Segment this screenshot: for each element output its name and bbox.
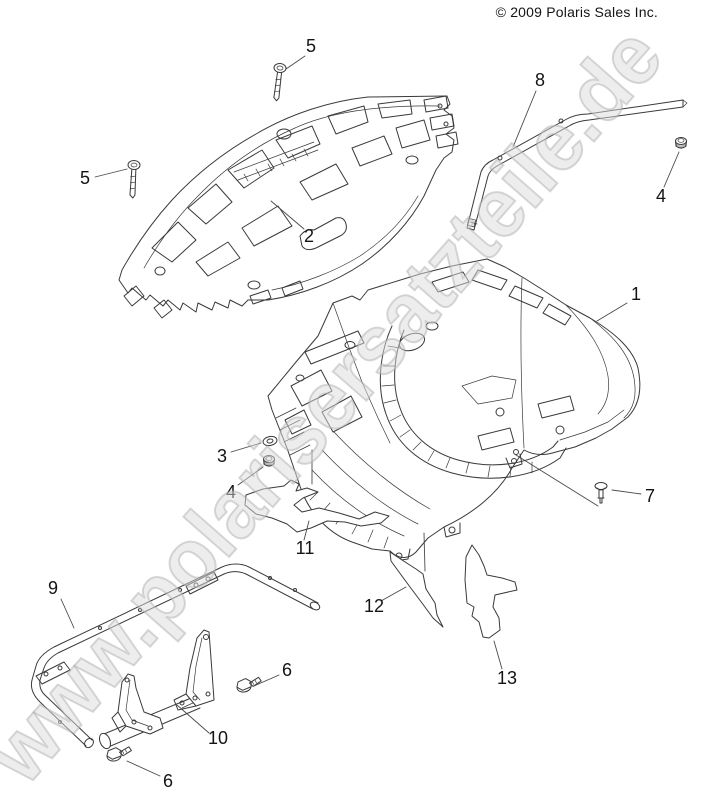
callout-11: 11: [296, 538, 315, 558]
callout-6: 6: [282, 660, 292, 680]
leader-line: [596, 302, 628, 322]
callout-5: 5: [80, 168, 90, 188]
callout-10: 10: [208, 728, 228, 748]
support-bracket-drawing: [98, 629, 215, 750]
flange-bolt-drawing: [235, 675, 264, 694]
leader-line: [230, 442, 262, 453]
leader-line: [303, 520, 310, 541]
callout-6: 6: [163, 771, 173, 791]
callout-4: 4: [226, 482, 236, 502]
leader-line: [611, 489, 642, 495]
foam-pad-drawing: [389, 551, 444, 628]
callout-8: 8: [535, 70, 545, 90]
frame-tube-drawing: [30, 563, 321, 749]
leader-line: [253, 674, 280, 687]
leader-line: [493, 640, 503, 670]
leader-line: [176, 704, 210, 734]
leader-line: [423, 532, 426, 572]
callout-4: 4: [656, 186, 666, 206]
leader-line: [60, 598, 75, 629]
callout-1: 1: [631, 284, 641, 304]
rear-cab-drawing: [267, 258, 641, 562]
callout-2: 2: [304, 226, 314, 246]
foam-pad-drawing: [464, 544, 518, 639]
leader-line: [512, 90, 537, 148]
leader-line: [237, 466, 264, 486]
callout-5: 5: [306, 36, 316, 56]
flange-bolt-drawing: [105, 745, 134, 763]
rivet-drawing: [594, 482, 608, 504]
leader-line: [380, 586, 407, 602]
leader-line: [270, 200, 305, 230]
callout-13: 13: [497, 668, 517, 688]
flange-nut-drawing: [675, 137, 687, 149]
callout-3: 3: [217, 446, 227, 466]
screw-drawing: [126, 159, 141, 199]
leader-line: [663, 151, 680, 188]
rear-rack-drawing: [118, 95, 459, 319]
callout-7: 7: [645, 486, 655, 506]
leader-line: [515, 454, 599, 507]
screw-drawing: [270, 62, 287, 102]
support-brace-drawing: [466, 99, 688, 231]
leader-line: [285, 55, 306, 70]
callout-9: 9: [48, 578, 58, 598]
copyright-notice: © 2009 Polaris Sales Inc.: [495, 4, 658, 20]
foam-pad-drawing: [244, 479, 390, 533]
leader-line: [126, 760, 161, 777]
leader-line: [94, 168, 128, 178]
callout-12: 12: [364, 596, 384, 616]
